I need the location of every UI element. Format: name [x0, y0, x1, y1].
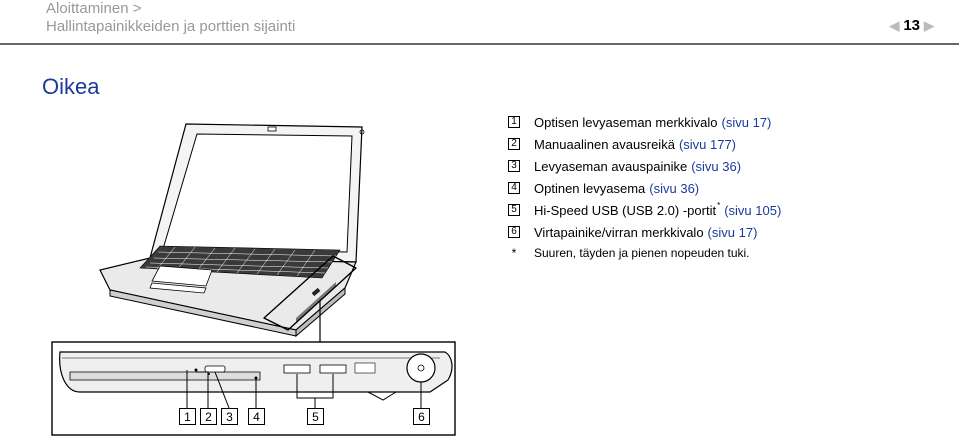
list-item: 1 Optisen levyaseman merkkivalo (sivu 17… — [508, 112, 948, 132]
callout-6: 6 — [413, 408, 430, 425]
list-item: 6 Virtapainike/virran merkkivalo (sivu 1… — [508, 222, 948, 242]
list-item: 2 Manuaalinen avausreikä (sivu 177) — [508, 134, 948, 154]
page-reference-link[interactable]: (sivu 105) — [724, 202, 782, 218]
item-text: Levyaseman avauspainike — [534, 158, 688, 174]
footnote-text: Suuren, täyden ja pienen nopeuden tuki. — [534, 246, 750, 260]
item-number: 3 — [508, 160, 520, 172]
next-page-icon[interactable]: ▶ — [924, 17, 934, 33]
item-text: Hi-Speed USB (USB 2.0) -portit — [534, 202, 717, 218]
section-title: Oikea — [42, 74, 100, 99]
page-reference-link[interactable]: (sivu 177) — [678, 136, 737, 152]
item-text: Optinen levyasema — [534, 180, 646, 196]
item-text: Virtapainike/virran merkkivalo — [534, 224, 704, 240]
page-number-nav: ◀ 13 ▶ — [889, 17, 934, 34]
item-text: Optisen levyaseman merkkivalo — [534, 114, 718, 130]
footnote-marker: * — [717, 200, 721, 210]
page-reference-link[interactable]: (sivu 36) — [649, 180, 700, 196]
breadcrumb-current: Hallintapainikkeiden ja porttien sijaint… — [46, 18, 296, 35]
previous-page-icon[interactable]: ◀ — [889, 17, 900, 33]
component-list: 1 Optisen levyaseman merkkivalo (sivu 17… — [508, 112, 948, 262]
list-item: 5 Hi-Speed USB (USB 2.0) -portit * (sivu… — [508, 200, 948, 220]
header-rule — [0, 43, 959, 45]
list-item: 4 Optinen levyasema (sivu 36) — [508, 178, 948, 198]
page-reference-link[interactable]: (sivu 36) — [691, 158, 742, 174]
callout-1: 1 — [179, 408, 196, 425]
callout-2: 2 — [200, 408, 217, 425]
list-item: 3 Levyaseman avauspainike (sivu 36) — [508, 156, 948, 176]
breadcrumb-parent[interactable]: Aloittaminen > — [46, 0, 142, 17]
item-text: Manuaalinen avausreikä — [534, 136, 675, 152]
page-number: 13 — [903, 17, 920, 34]
callout-5: 5 — [307, 408, 324, 425]
footnote: * Suuren, täyden ja pienen nopeuden tuki… — [508, 244, 948, 262]
page-reference-link[interactable]: (sivu 17) — [707, 224, 758, 240]
callout-4: 4 — [248, 408, 265, 425]
item-number: 1 — [508, 116, 520, 128]
item-number: 5 — [508, 204, 520, 216]
item-number: 2 — [508, 138, 520, 150]
page-reference-link[interactable]: (sivu 17) — [721, 114, 772, 130]
footnote-star: * — [511, 246, 517, 260]
item-number: 6 — [508, 226, 520, 238]
item-number: 4 — [508, 182, 520, 194]
callout-3: 3 — [221, 408, 238, 425]
